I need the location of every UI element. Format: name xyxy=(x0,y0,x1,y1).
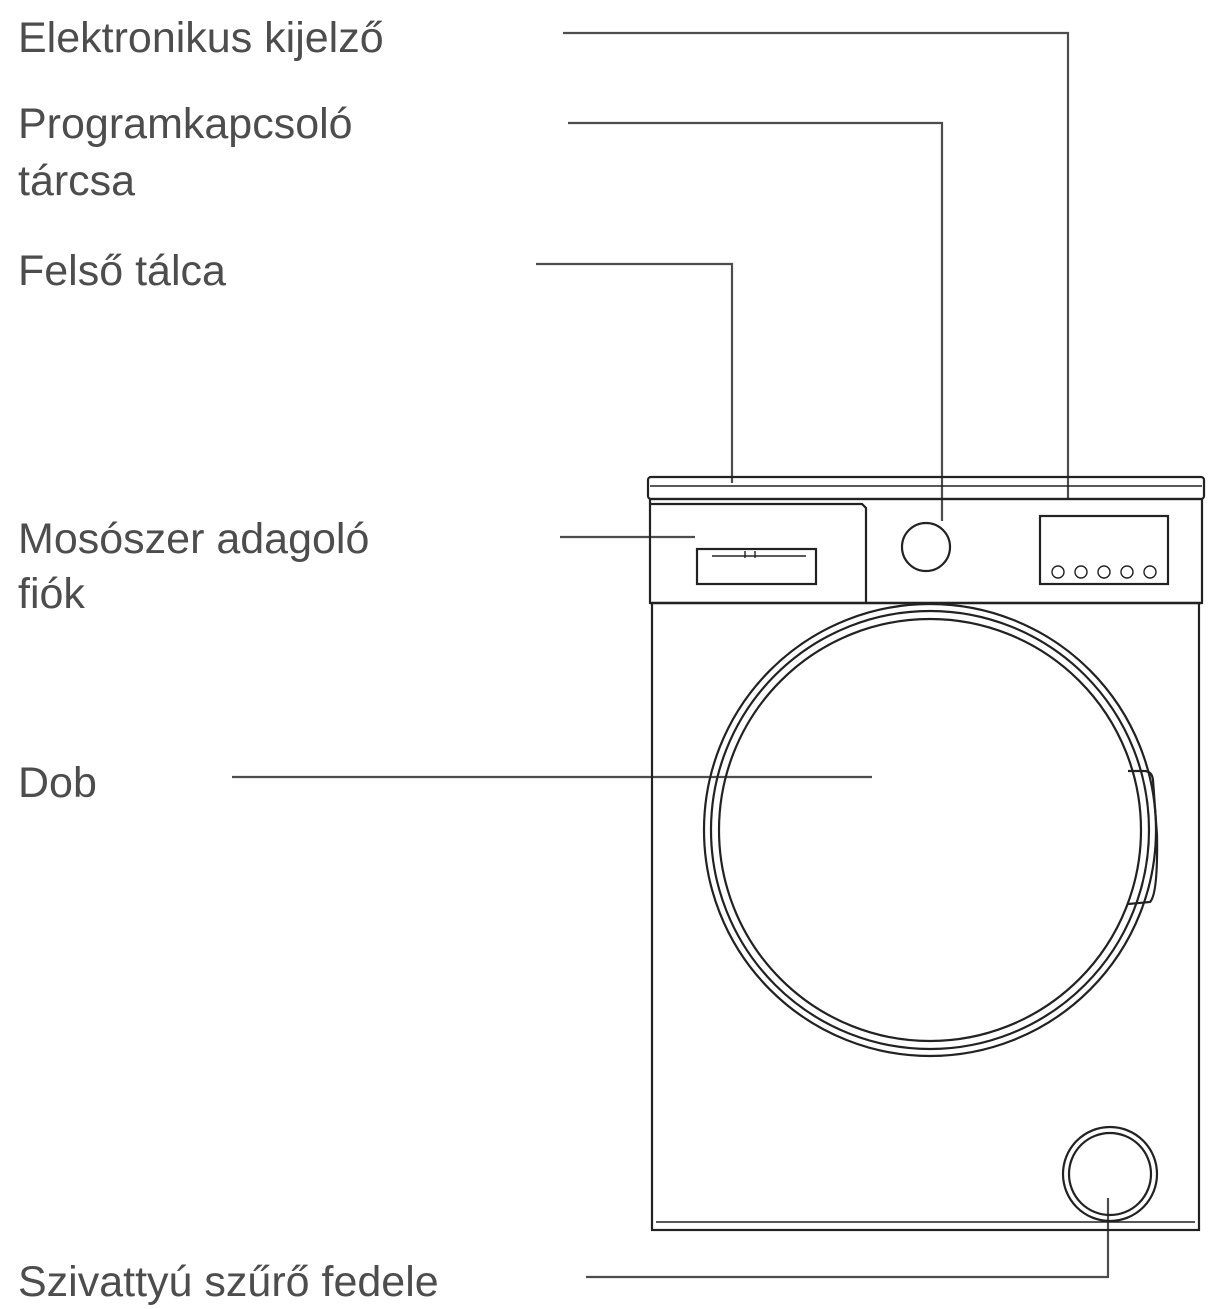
leader-pump-filter-cover xyxy=(586,1198,1110,1279)
program-dial xyxy=(900,521,952,573)
display-button-icon xyxy=(1074,565,1088,579)
label-detergent-drawer-line1: Mosószer adagoló xyxy=(18,515,369,563)
label-detergent-drawer-line2: fiók xyxy=(18,570,85,618)
display-button-icon xyxy=(1051,565,1065,579)
label-electronic-display: Elektronikus kijelző xyxy=(18,14,384,62)
pump-filter-cover-inner xyxy=(1067,1131,1153,1217)
leader-electronic-display xyxy=(563,31,1070,498)
detergent-drawer-handle xyxy=(695,547,818,586)
label-program-dial-line1: Programkapcsoló xyxy=(18,100,353,148)
cabinet xyxy=(650,601,1201,1232)
display-button-icon xyxy=(1120,565,1134,579)
control-panel xyxy=(648,497,1204,605)
detergent-drawer-panel xyxy=(650,502,868,603)
door-handle xyxy=(1127,769,1159,906)
display-button-icon xyxy=(1097,565,1111,579)
label-top-tray: Felső tálca xyxy=(18,247,226,295)
door-ring-inner-edge xyxy=(709,609,1151,1051)
display-button-icon xyxy=(1143,565,1157,579)
leader-program-dial xyxy=(568,121,944,521)
label-pump-filter-cover: Szivattyú szűrő fedele xyxy=(18,1258,439,1306)
label-drum: Dob xyxy=(18,759,97,807)
leader-top-tray xyxy=(536,262,734,483)
drum-glass xyxy=(717,617,1143,1043)
label-program-dial-line2: tárcsa xyxy=(18,157,135,205)
electronic-display xyxy=(1038,514,1170,586)
washing-machine xyxy=(646,475,1206,1232)
door-outer-ring xyxy=(702,602,1158,1058)
pump-filter-cover xyxy=(1061,1125,1159,1223)
